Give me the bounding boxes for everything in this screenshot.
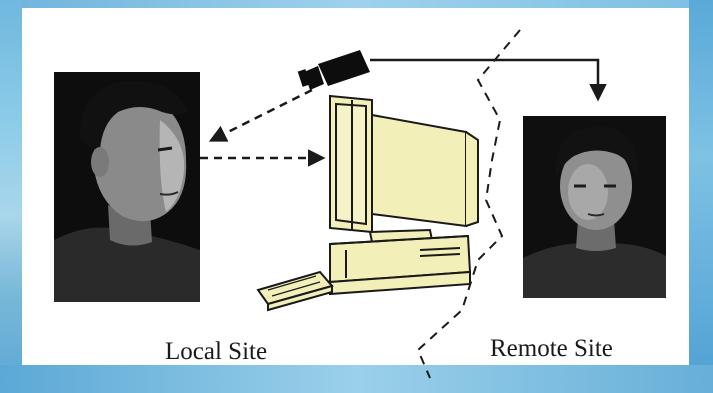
- keyboard-icon: [256, 270, 334, 312]
- camera-to-local-arrow: [208, 88, 313, 142]
- local-person-photo: [54, 72, 200, 302]
- remote-person-photo: [523, 116, 666, 298]
- computer-monitor-icon: [329, 94, 479, 296]
- slide-frame-left: [0, 0, 22, 393]
- local-site-label: Local Site: [165, 338, 268, 365]
- site-divider-line: [416, 29, 521, 379]
- camera-to-remote-arrow: [370, 58, 607, 102]
- slide-frame-top: [0, 0, 713, 8]
- camera-icon: [297, 50, 370, 90]
- slide-frame-bottom: [0, 365, 713, 393]
- remote-site-label: Remote Site: [490, 335, 613, 362]
- slide-frame-right: [689, 0, 713, 393]
